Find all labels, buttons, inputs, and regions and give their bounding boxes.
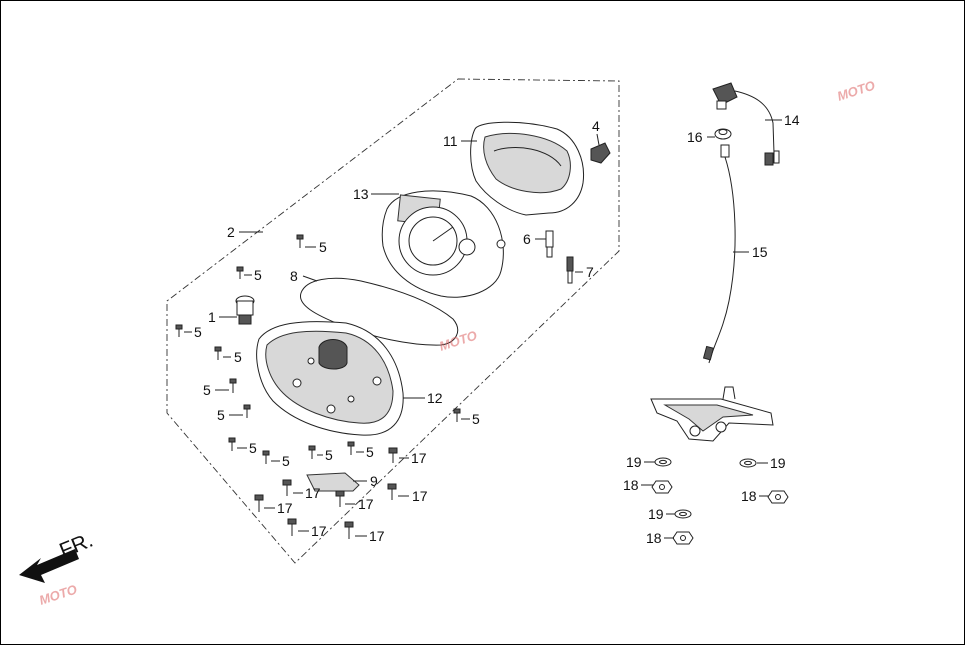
screw-17: [282, 479, 292, 496]
screw-5: [214, 346, 222, 360]
screw-17: [254, 494, 264, 512]
callout-17: 17: [412, 488, 428, 504]
callout-5: 5: [282, 453, 290, 469]
callout-5: 5: [217, 407, 225, 423]
screw-5: [175, 324, 183, 337]
callout-5: 5: [472, 411, 480, 427]
callout-2: 2: [227, 224, 235, 240]
screw-5: [236, 266, 244, 279]
callout-7: 7: [586, 264, 594, 280]
callout-17: 17: [305, 485, 321, 501]
callout-15: 15: [752, 244, 768, 260]
callout-5: 5: [194, 324, 202, 340]
callout-11: 11: [443, 133, 458, 149]
screw-17: [344, 521, 354, 539]
watermark-logo: MOTO: [835, 78, 877, 104]
callout-14: 14: [784, 112, 800, 128]
part-11-meter-cover: [470, 121, 585, 216]
part-9-pad: [306, 472, 360, 492]
leader-4: [596, 133, 600, 146]
callout-5: 5: [203, 382, 211, 398]
callout-5: 5: [319, 239, 327, 255]
callout-17: 17: [277, 500, 293, 516]
callout-19: 19: [770, 455, 786, 471]
nuts-18: [651, 480, 789, 545]
screw-5: [308, 445, 316, 459]
callout-8: 8: [290, 268, 298, 284]
front-direction-label: FR.: [56, 529, 96, 563]
front-direction-arrow: [19, 549, 79, 583]
callout-18: 18: [646, 530, 662, 546]
screw-5: [296, 234, 304, 248]
callout-5: 5: [325, 447, 333, 463]
part-16-nut: [714, 128, 732, 140]
callout-17: 17: [358, 496, 374, 512]
part-12-meter-case: [256, 321, 404, 436]
callout-17: 17: [311, 523, 327, 539]
callout-19: 19: [648, 506, 664, 522]
screw-5: [243, 404, 251, 418]
part-1-socket: [235, 295, 255, 325]
callout-18: 18: [741, 488, 757, 504]
callout-9: 9: [370, 473, 378, 489]
callout-1: 1: [208, 309, 216, 325]
screws-5: 5 5 5 5 5 5 5 5 5 5 5: [175, 234, 480, 469]
screw-5: [347, 441, 355, 455]
callout-5: 5: [234, 349, 242, 365]
callout-17: 17: [411, 450, 427, 466]
screw-17: [388, 447, 398, 463]
callout-16: 16: [687, 129, 703, 145]
screw-5: [453, 408, 461, 422]
screw-17: [287, 518, 297, 536]
part-13-meter-assembly: [381, 190, 506, 298]
callout-5: 5: [249, 440, 257, 456]
callout-17: 17: [369, 528, 385, 544]
part-4-clip: [590, 142, 611, 164]
callout-5: 5: [254, 267, 262, 283]
washers-19: [654, 457, 757, 519]
part-14-speed-sensor: [712, 82, 780, 166]
part-15-cable: [702, 144, 736, 364]
callout-4: 4: [592, 118, 600, 134]
assembly-boundary: [166, 78, 620, 564]
callout-6: 6: [523, 231, 531, 247]
part-7-bulb: [566, 256, 574, 284]
screw-5: [262, 450, 270, 464]
watermark-logo: MOTO: [37, 582, 79, 608]
part-6-bulb: [545, 230, 554, 258]
screw-17: [335, 490, 345, 507]
callout-12: 12: [427, 390, 443, 406]
callout-13: 13: [353, 186, 369, 202]
callout-18: 18: [623, 477, 639, 493]
leader-8: [302, 275, 318, 282]
screws-17: 17 17 17 17 17 17 17: [254, 447, 428, 544]
screw-5: [229, 378, 237, 393]
callout-5: 5: [366, 444, 374, 460]
callout-19: 19: [626, 454, 642, 470]
screw-17: [387, 483, 397, 500]
screw-5: [228, 437, 236, 451]
meter-bracket: [650, 386, 774, 442]
